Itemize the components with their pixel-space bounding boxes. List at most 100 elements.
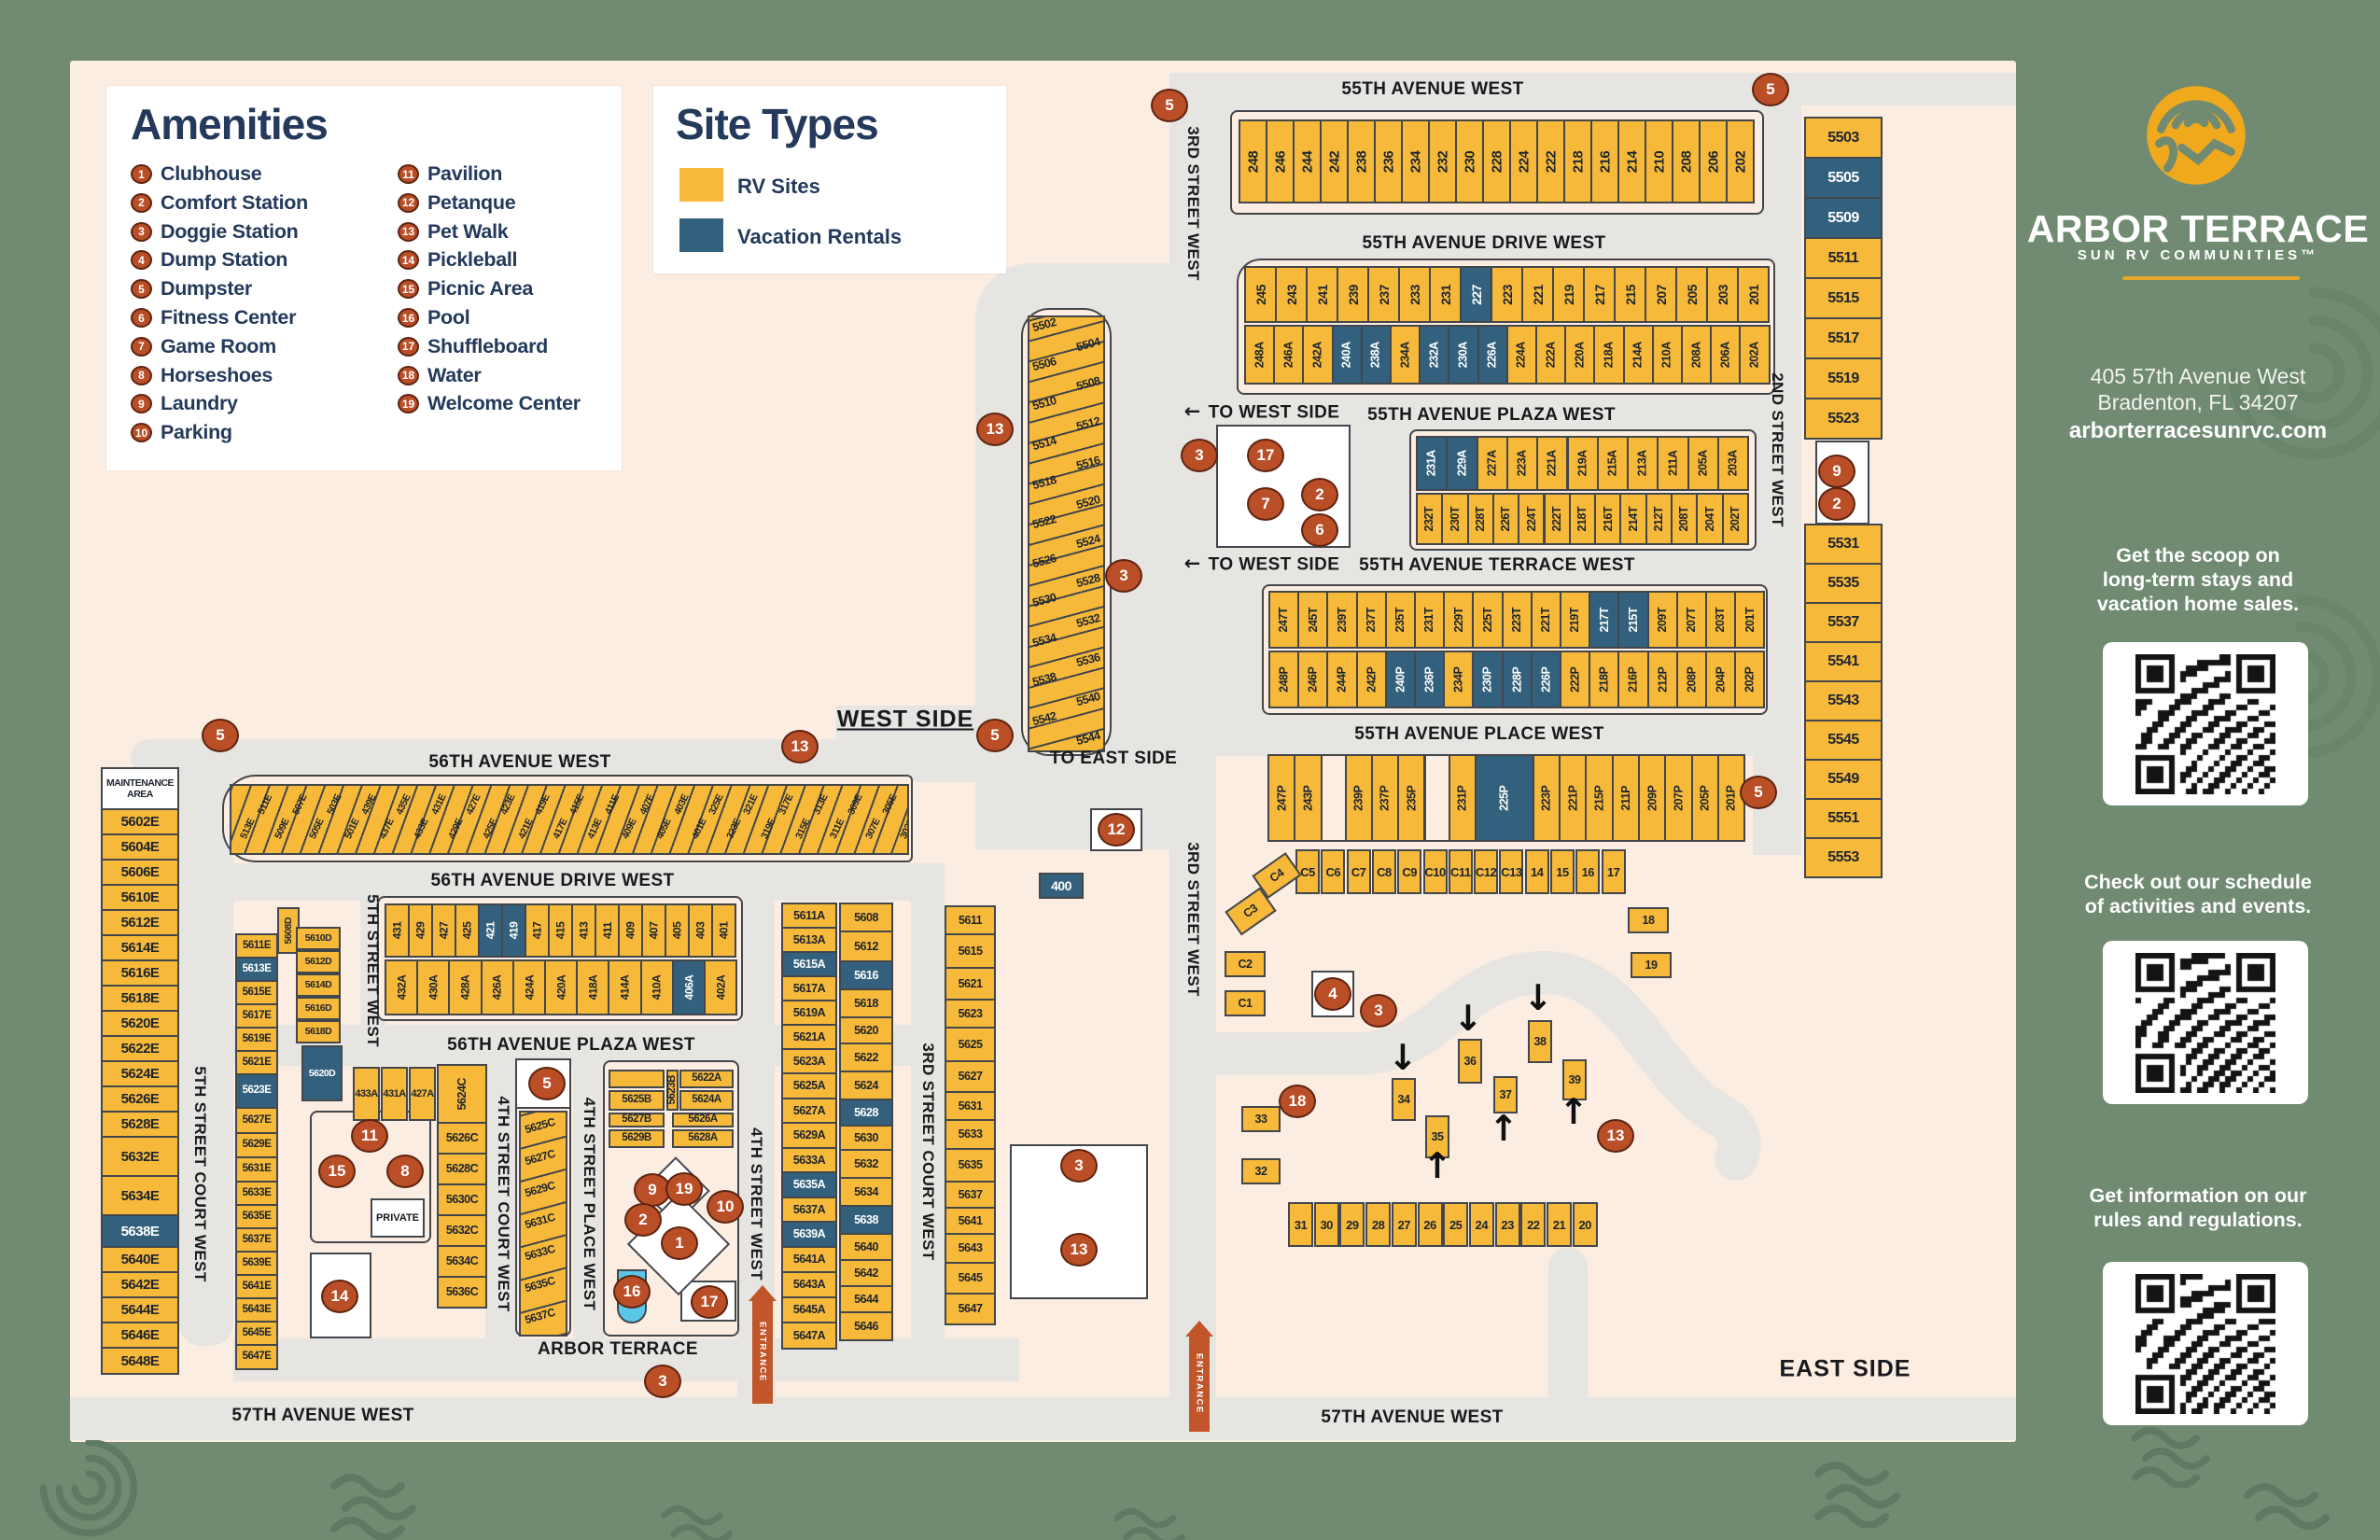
- site-lot-label: 203T: [1714, 607, 1728, 633]
- site-lot: 5632: [839, 1149, 893, 1179]
- site-lot-label: 425: [460, 921, 474, 940]
- wave-decoration: [330, 1474, 416, 1540]
- site-lot: 5610D: [296, 927, 341, 950]
- site-lot-label: 247T: [1277, 607, 1291, 633]
- site-lot-label: 426A: [490, 974, 504, 1001]
- site-lot: 427A: [409, 1067, 436, 1121]
- divider: [2122, 276, 2300, 280]
- site-lot: 205: [1675, 266, 1708, 323]
- site-lot-label: 5508: [1074, 374, 1102, 394]
- site-lot-label: 5643: [958, 1241, 983, 1255]
- site-lot-label: 5602E: [120, 814, 160, 830]
- site-lot: 5615: [945, 933, 996, 969]
- site-lot: 5523: [1804, 398, 1883, 440]
- site-lot-label: 5612D: [304, 956, 332, 968]
- site-lot: 38: [1528, 1020, 1552, 1063]
- site-lot: 5613A: [781, 927, 837, 953]
- site-lot: 5505: [1804, 157, 1883, 199]
- site-lot-label: 315E: [793, 817, 813, 841]
- site-lot-label: MAINTENANCE AREA: [105, 777, 175, 800]
- site-lot-label: 33: [1254, 1112, 1267, 1126]
- site-lot-label: 5647E: [242, 1351, 272, 1363]
- site-lot: 204T: [1696, 493, 1724, 545]
- amenity-label: Clubhouse: [161, 162, 262, 185]
- site-lot: 215T: [1617, 591, 1649, 649]
- site-lot: 5628A: [672, 1129, 734, 1148]
- site-lot-label: C12: [1475, 864, 1497, 879]
- site-lot-label: 5610E: [120, 889, 160, 905]
- site-lot-label: 26: [1423, 1217, 1436, 1232]
- site-lot-label: 233: [1407, 284, 1422, 305]
- site-lot-label: 207P: [1672, 785, 1686, 811]
- site-lot-label: 5618D: [304, 1026, 332, 1038]
- site-lot: 232T: [1416, 493, 1444, 545]
- site-lot: C8: [1371, 849, 1396, 894]
- down-arrow-icon: ↓: [1453, 998, 1483, 1039]
- site-lot-label: 226P: [1539, 666, 1553, 693]
- site-lot-label: 22: [1527, 1217, 1540, 1232]
- site-lot-label: 27: [1397, 1217, 1411, 1232]
- entrance-label: ENTRANCE: [1194, 1352, 1205, 1414]
- site-lot: 230A: [1448, 325, 1479, 385]
- site-lot-label: 5617A: [792, 981, 826, 995]
- amenity-number-badge: 10: [131, 423, 152, 443]
- site-lot: 405: [665, 903, 690, 958]
- site-lot: C10: [1422, 849, 1448, 894]
- site-lot: 35: [1425, 1115, 1449, 1158]
- site-lot: 5615A: [781, 951, 837, 977]
- site-lot-label: 223A: [1515, 450, 1529, 477]
- site-lot-label: 5616: [854, 968, 878, 982]
- street-label: 2ND STREET WEST: [1769, 372, 1786, 527]
- road-4th-street-court-west: [485, 1066, 521, 1346]
- site-lot-label: 5617E: [242, 1009, 272, 1021]
- site-lot: 5646: [839, 1311, 893, 1341]
- site-lot-label: 5644: [854, 1292, 878, 1306]
- amenity-label: Shuffleboard: [427, 334, 548, 357]
- site-lot: 233: [1398, 266, 1431, 323]
- site-lot: 211A: [1657, 436, 1689, 491]
- site-lot: 5625: [945, 1027, 996, 1062]
- site-lot: 5637E: [235, 1227, 278, 1253]
- site-lot: 213A: [1627, 436, 1659, 491]
- site-lot: 420A: [544, 959, 579, 1015]
- site-lot-label: 405E: [654, 817, 674, 841]
- site-lot: 5623A: [781, 1048, 837, 1074]
- site-lot: 232: [1428, 119, 1457, 203]
- site-lot-label: 5516: [1074, 453, 1102, 472]
- site-lot: 5608: [839, 903, 893, 932]
- site-lot: 247P: [1267, 754, 1296, 842]
- site-lot: 5644: [839, 1285, 893, 1313]
- site-lot: 427: [431, 903, 456, 958]
- site-lot: 16: [1575, 849, 1601, 894]
- site-lot-label: 419: [507, 921, 521, 940]
- amenity-label: Comfort Station: [161, 190, 308, 214]
- site-lot: 218P: [1589, 651, 1620, 708]
- site-lot-label: 5637: [958, 1187, 983, 1201]
- site-lot-label: 232: [1435, 150, 1450, 173]
- site-lot-label: 411: [600, 922, 614, 939]
- site-lot: 5628E: [101, 1111, 179, 1138]
- site-lot: 212P: [1646, 651, 1678, 708]
- site-lot-label: 5541: [1827, 653, 1859, 669]
- site-lot-label: 5531: [1827, 536, 1859, 552]
- amenity-number-badge: 3: [131, 221, 152, 242]
- site-lot-label: 5632: [854, 1156, 878, 1170]
- site-lot-label: 246P: [1306, 666, 1320, 693]
- site-lot: 5647: [945, 1293, 996, 1325]
- site-lot-label: 221T: [1539, 607, 1553, 633]
- site-lot: 228T: [1466, 493, 1494, 545]
- site-lot-label: 421: [483, 921, 497, 940]
- amenity-badge-5: 5: [202, 719, 239, 752]
- site-lot-label: 5631: [958, 1099, 983, 1113]
- site-lot: 236P: [1414, 651, 1446, 708]
- site-lot-label: 209P: [1645, 785, 1659, 811]
- entrance-marker-west: ENTRANCE: [749, 1285, 777, 1404]
- site-lot: 216P: [1617, 651, 1649, 708]
- amenity-badge-17: 17: [1247, 439, 1284, 472]
- site-lot-label: 230T: [1448, 506, 1462, 532]
- site-lot: C11: [1448, 849, 1473, 894]
- site-lot-label: 237: [1376, 284, 1392, 305]
- site-lot-label: 5616D: [304, 1002, 332, 1015]
- site-lot-label: 439E: [359, 792, 379, 817]
